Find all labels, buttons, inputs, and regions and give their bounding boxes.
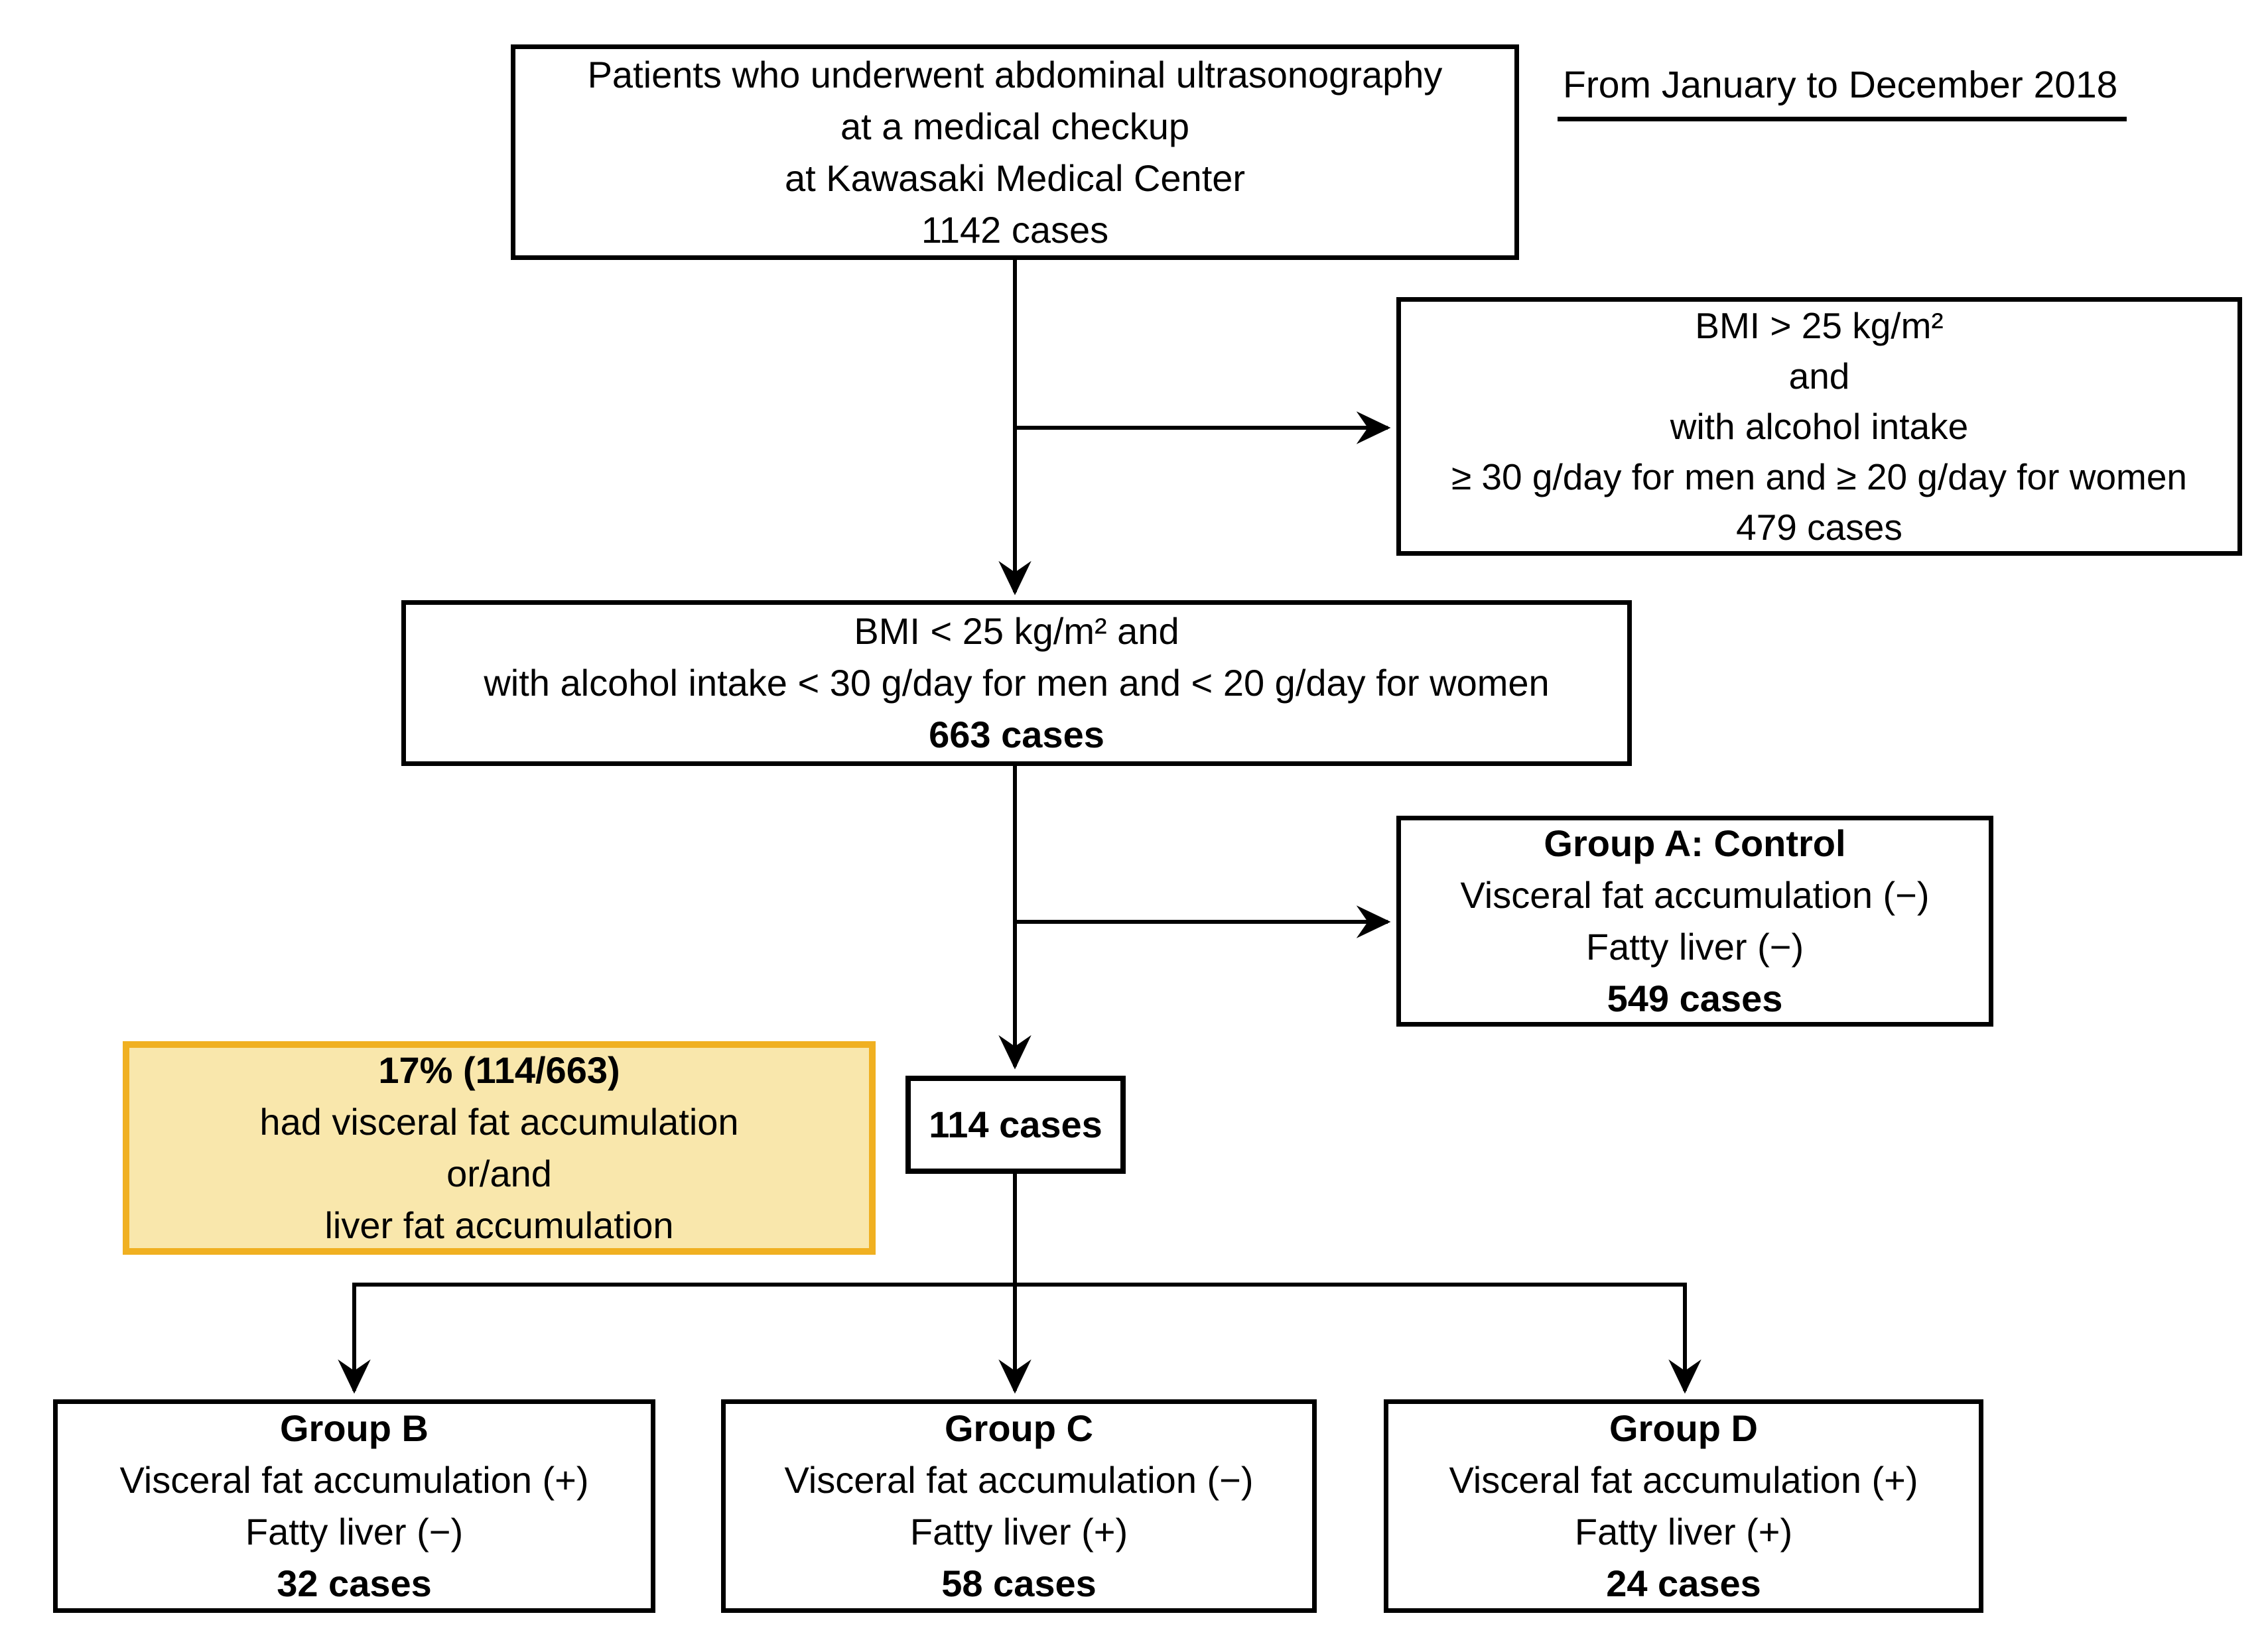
highlight-line-3: or/and: [446, 1153, 552, 1194]
excluded-line-1: BMI > 25 kg/m²: [1695, 305, 1944, 346]
highlight-line-4: liver fat accumulation: [324, 1204, 674, 1246]
highlight-percentage: 17% (114/663): [378, 1049, 620, 1091]
excluded-line-4: ≥ 30 g/day for men and ≥ 20 g/day for wo…: [1451, 456, 2188, 497]
group-c-line-2: Visceral fat accumulation (−): [784, 1459, 1254, 1501]
flow-node-included: BMI < 25 kg/m² and with alcohol intake <…: [401, 600, 1632, 766]
group-b-title: Group B: [280, 1407, 429, 1449]
source-line-2: at a medical checkup: [840, 105, 1190, 147]
excluded-case-count: 479 cases: [1736, 507, 1902, 548]
group-a-line-2: Visceral fat accumulation (−): [1460, 874, 1930, 916]
group-c-case-count: 58 cases: [941, 1562, 1097, 1604]
source-case-count: 1142 cases: [921, 208, 1109, 251]
flow-node-group-a: Group A: Control Visceral fat accumulati…: [1396, 816, 1993, 1027]
flow-node-source: Patients who underwent abdominal ultraso…: [511, 44, 1519, 260]
group-d-line-3: Fatty liver (+): [1574, 1511, 1793, 1553]
group-d-line-2: Visceral fat accumulation (+): [1449, 1459, 1918, 1501]
included-line-1: BMI < 25 kg/m² and: [854, 610, 1179, 652]
source-line-1: Patients who underwent abdominal ultraso…: [587, 53, 1443, 95]
flow-note-highlight: 17% (114/663) had visceral fat accumulat…: [123, 1041, 876, 1255]
group-d-title: Group D: [1609, 1407, 1758, 1449]
study-period-label: From January to December 2018: [1558, 64, 2127, 121]
excluded-line-2: and: [1788, 355, 1850, 397]
flow-node-group-d: Group D Visceral fat accumulation (+) Fa…: [1384, 1399, 1983, 1613]
highlight-line-2: had visceral fat accumulation: [259, 1101, 739, 1143]
included-line-2: with alcohol intake < 30 g/day for men a…: [484, 662, 1550, 704]
group-c-title: Group C: [945, 1407, 1093, 1449]
flow-node-group-b: Group B Visceral fat accumulation (+) Fa…: [53, 1399, 655, 1613]
interim-case-count: 114 cases: [929, 1104, 1102, 1145]
source-line-3: at Kawasaki Medical Center: [784, 157, 1246, 199]
group-c-line-3: Fatty liver (+): [909, 1511, 1128, 1553]
group-b-case-count: 32 cases: [277, 1562, 432, 1604]
group-b-line-2: Visceral fat accumulation (+): [119, 1459, 589, 1501]
group-d-case-count: 24 cases: [1606, 1562, 1761, 1604]
flow-node-group-c: Group C Visceral fat accumulation (−) Fa…: [721, 1399, 1317, 1613]
group-a-case-count: 549 cases: [1607, 978, 1783, 1019]
included-case-count: 663 cases: [929, 714, 1104, 755]
flow-node-114-cases: 114 cases: [905, 1076, 1126, 1174]
flow-node-excluded: BMI > 25 kg/m² and with alcohol intake ≥…: [1396, 297, 2242, 556]
group-a-line-3: Fatty liver (−): [1585, 926, 1804, 968]
group-a-title: Group A: Control: [1544, 822, 1846, 864]
group-b-line-3: Fatty liver (−): [245, 1511, 464, 1553]
excluded-line-3: with alcohol intake: [1670, 406, 1969, 447]
